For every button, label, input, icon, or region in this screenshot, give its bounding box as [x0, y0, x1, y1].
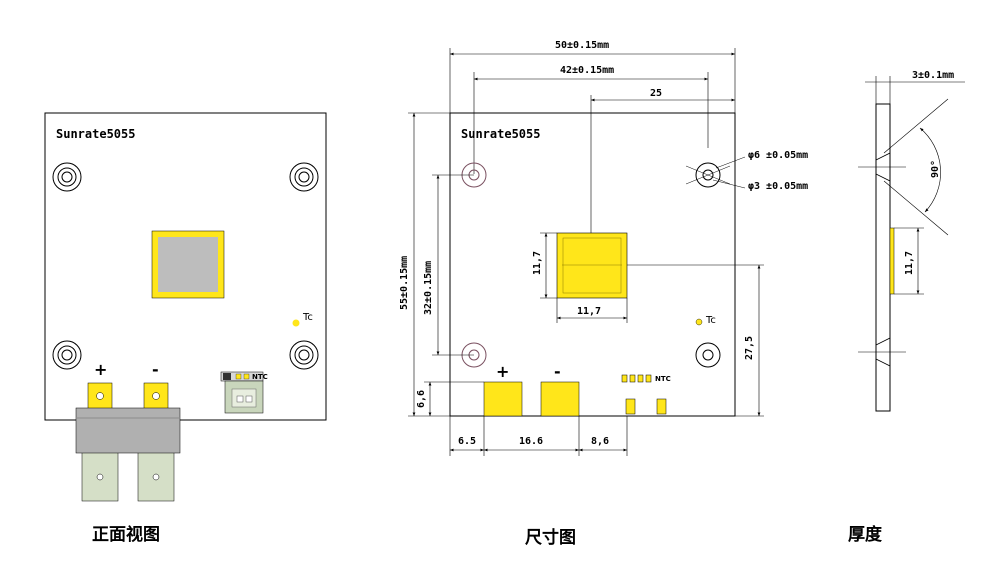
thickness-view-caption: 厚度 [848, 524, 883, 545]
side-chip-height: 11,7 [904, 251, 915, 275]
dim-chip-offset-y: 27,5 [744, 336, 755, 360]
front-tc-dot [292, 319, 300, 327]
dim-chip-height: 11,7 [532, 251, 543, 275]
dim-minus-sign: - [554, 362, 561, 381]
front-view: Sunrate5055 Tc + - [44, 112, 327, 545]
dim-hole-large: φ6 ±0.05mm [748, 150, 808, 161]
front-tc-label: Tc [302, 312, 313, 323]
front-board-label: Sunrate5055 [56, 127, 135, 141]
dim-hole-spacing-y: 32±0.15mm [423, 261, 434, 315]
dim-chip-pad [556, 232, 628, 299]
dim-pad-height: 6,6 [416, 390, 427, 408]
side-countersink-bottom [858, 337, 906, 367]
dim-pad-left: 6.5 [458, 436, 476, 447]
dim-width-total: 50±0.15mm [555, 40, 609, 51]
front-terminal-sleeve [75, 407, 181, 454]
front-ntc-connector [220, 371, 264, 414]
front-hole-bottom-left [52, 340, 82, 370]
side-thickness: 3±0.1mm [912, 70, 954, 81]
front-chip-die [158, 237, 218, 292]
dim-board-label: Sunrate5055 [461, 127, 540, 141]
side-angle: 90° [930, 160, 941, 178]
front-hole-top-left [52, 162, 82, 192]
front-plus-sign: + [94, 360, 107, 379]
dimension-view: Sunrate5055 50±0.15mm 42±0.15mm 25 φ6 ±0… [399, 40, 808, 548]
front-minus-sign: - [152, 360, 159, 379]
front-view-caption: 正面视图 [92, 524, 160, 545]
dim-plus-sign: + [496, 362, 509, 381]
dim-tc-label: Tc [705, 315, 716, 326]
dim-ntc-label: NTC [655, 375, 671, 383]
side-countersink-top [858, 98, 949, 236]
front-ntc-label: NTC [252, 373, 268, 381]
dim-chip-offset-x: 25 [650, 88, 662, 99]
dim-chip-width: 11,7 [577, 306, 601, 317]
dim-hole-spacing-x: 42±0.15mm [560, 65, 614, 76]
side-chip [889, 227, 895, 295]
dim-hole-bottom-right [695, 342, 721, 368]
thickness-view: 3±0.1mm 90° 11,7 厚度 [848, 70, 965, 545]
front-hole-bottom-right [289, 340, 319, 370]
dim-hole-small: φ3 ±0.05mm [748, 181, 808, 192]
dim-pad-plus [483, 381, 523, 417]
dimension-view-caption: 尺寸图 [525, 527, 576, 548]
dim-ntc-pads [621, 374, 667, 415]
dim-pad-minus [540, 381, 580, 417]
dim-tc-dot [695, 318, 703, 326]
dim-hole-top-right [685, 156, 746, 189]
dim-pad-spacing: 16.6 [519, 436, 543, 447]
front-hole-top-right [289, 162, 319, 192]
dim-height-total: 55±0.15mm [399, 256, 410, 310]
dim-pad-right: 8,6 [591, 436, 609, 447]
